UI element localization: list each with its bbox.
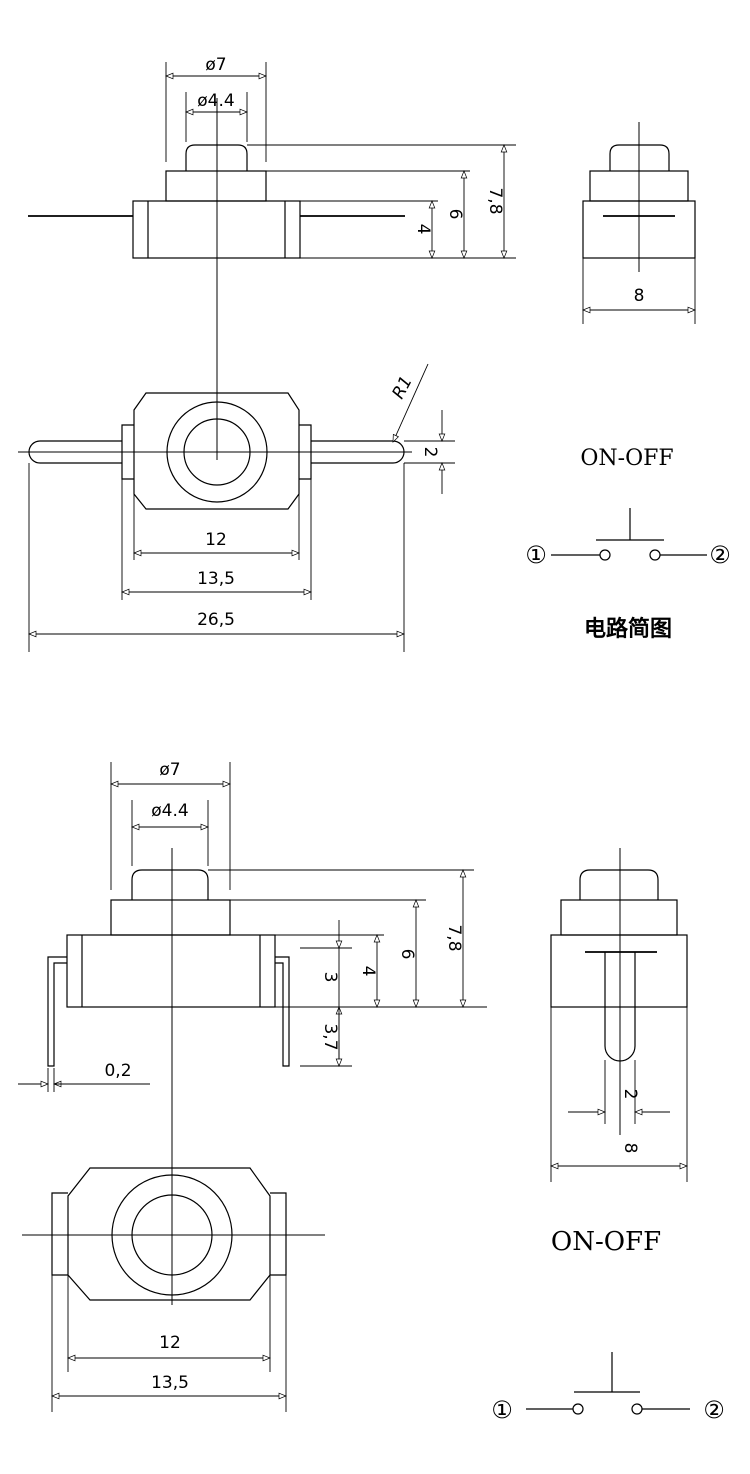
tab-right [270,1192,287,1276]
bottom-w12-label: 12 [159,1333,181,1353]
bottom-end-view: 2 8 [550,848,688,1182]
end-body [550,934,688,1008]
top-dim-6-label: 6 [445,209,465,220]
top-circuit-diagram: ON-OFF ① ② 电路简图 [525,446,731,642]
top-pin2-label: ② [709,541,731,569]
top-plan-view: R1 2 12 13,5 26,5 [18,363,455,652]
bottom-dim-78-label: 7,8 [444,924,464,951]
lead-left-bent [47,956,67,1067]
bottom-end-width-label: 8 [620,1143,640,1154]
top-w265-label: 26,5 [197,610,235,630]
bottom-circuit-title: ON-OFF [551,1227,661,1257]
bottom-phi-inner-label: ø4.4 [151,801,188,821]
bottom-dim-37-label: 3,7 [320,1023,340,1050]
top-side-view: ø7 ø4.4 4 6 7,8 [28,55,516,460]
switch-body [66,934,276,1008]
top-phi-inner-label: ø4.4 [197,91,234,111]
top-pin-width-label: 2 [420,447,440,458]
bottom-dim-3-label: 3 [320,972,340,983]
top-w12-label: 12 [205,530,227,550]
top-phi-outer-label: ø7 [205,55,226,75]
top-end-view: 8 [582,122,696,324]
top-circuit-title: ON-OFF [580,446,673,471]
bottom-phi-outer-label: ø7 [159,760,180,780]
switch-button [131,869,209,900]
bottom-lead-thickness-label: 0,2 [104,1061,131,1081]
circuit-caption: 电路简图 [584,616,672,642]
tab-left [51,1192,68,1276]
bottom-end-pin-width-label: 2 [620,1089,640,1100]
switch-collar [165,170,267,202]
bottom-plan-view: 12 13,5 [22,1167,325,1412]
plan-body [133,392,300,510]
bottom-w135-label: 13,5 [151,1373,189,1393]
bottom-pin1-label: ① [491,1396,513,1424]
top-pin1-label: ① [525,541,547,569]
bottom-pin2-label: ② [703,1396,725,1424]
bottom-circuit-diagram: ON-OFF ① ② [491,1227,725,1424]
lead-right-bent [275,956,290,1067]
top-end-width-label: 8 [634,286,645,306]
bottom-dim-6-label: 6 [397,949,417,960]
plan-body [67,1167,271,1301]
top-dim-78-label: 7,8 [485,187,505,214]
bottom-side-view: ø7 ø4.4 3 3,7 4 6 7,8 0,2 [18,760,487,1305]
switch-collar [110,899,231,936]
top-dim-4-label: 4 [413,224,433,235]
top-w135-label: 13,5 [197,569,235,589]
bottom-dim-4-label: 4 [358,966,378,977]
